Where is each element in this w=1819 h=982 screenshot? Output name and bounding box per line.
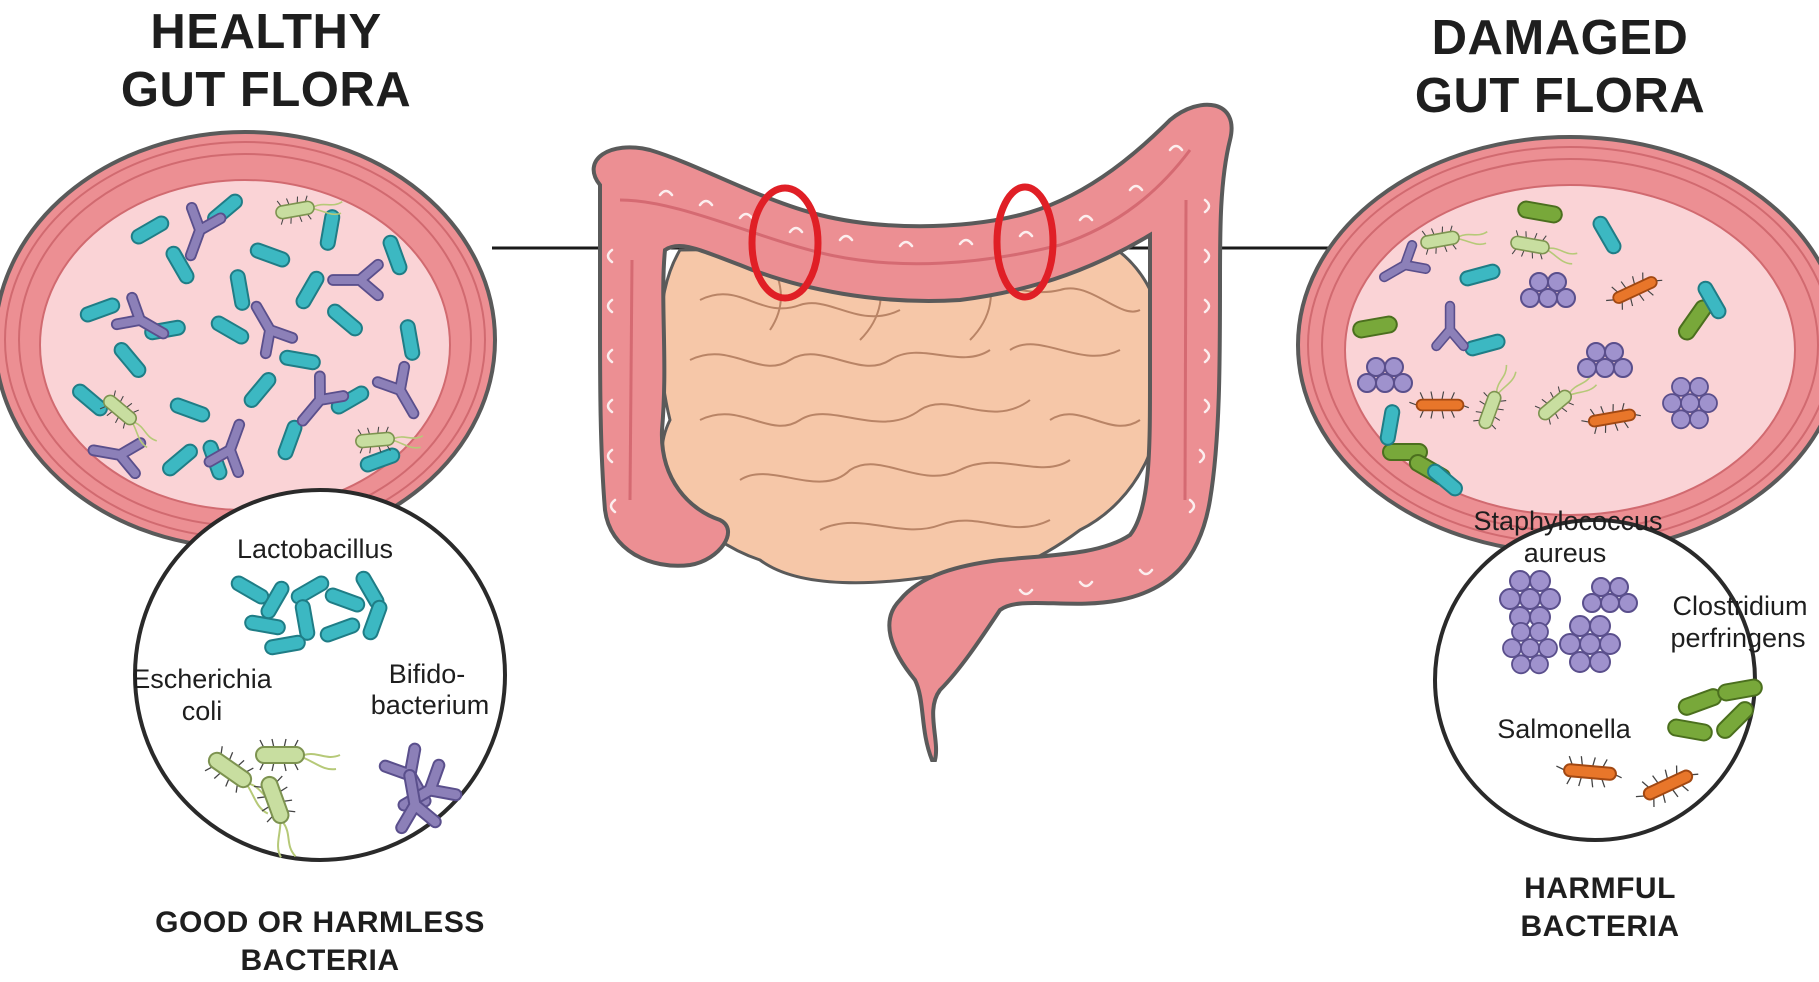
healthy-title-line2: GUT FLORA [60,61,472,119]
healthy-gut-cross-section [0,132,495,548]
damaged-footer-line2: BACTERIA [1470,908,1730,946]
bifidobacterium-label-line2: bacterium [371,690,490,720]
damaged-gut-cross-section [1298,137,1819,553]
clostridium-label-line1: Clostridium [1672,591,1807,621]
harmful-bacteria-zoom-circle: Staphylococcus aureus Clostridium perfri… [1435,506,1808,840]
damaged-title: DAMAGED GUT FLORA [1350,9,1770,125]
healthy-title-line1: HEALTHY [60,3,472,61]
damaged-footer: HARMFUL BACTERIA [1470,870,1730,946]
damaged-title-line1: DAMAGED [1350,9,1770,67]
escherichia-label-line1: Escherichia [132,664,273,694]
healthy-title: HEALTHY GUT FLORA [60,3,472,119]
staphylococcus-label-line2: aureus [1524,538,1607,568]
escherichia-label-line2: coli [182,696,223,726]
healthy-bacteria-zoom-circle: Lactobacillus Escherichia coli Bifido- b… [132,490,505,862]
damaged-footer-line1: HARMFUL [1470,870,1730,908]
damaged-title-line2: GUT FLORA [1350,67,1770,125]
healthy-footer-line2: BACTERIA [90,942,550,980]
lactobacillus-label: Lactobacillus [237,534,393,564]
healthy-footer: GOOD OR HARMLESS BACTERIA [90,904,550,980]
intestine-illustration [594,105,1232,760]
salmonella-label: Salmonella [1497,714,1632,744]
staphylococcus-label-line1: Staphylococcus [1473,506,1662,536]
healthy-footer-line1: GOOD OR HARMLESS [90,904,550,942]
bifidobacterium-label-line1: Bifido- [389,659,466,689]
clostridium-label-line2: perfringens [1670,623,1805,653]
